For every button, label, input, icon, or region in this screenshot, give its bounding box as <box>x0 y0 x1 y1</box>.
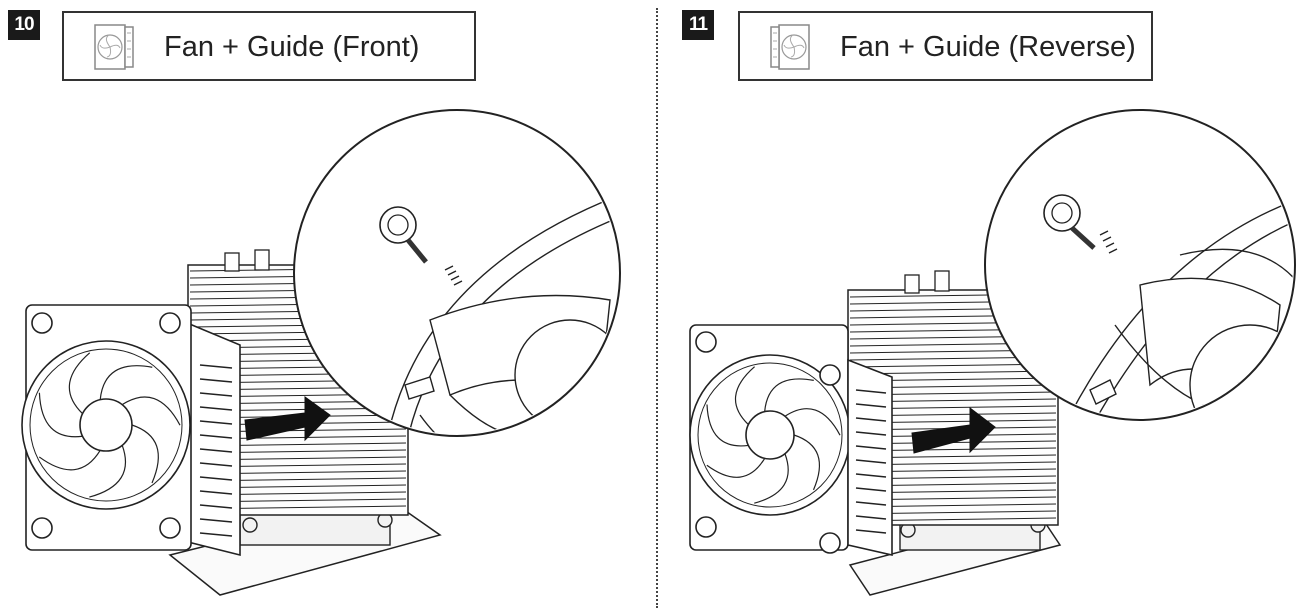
push-direction-arrow <box>244 396 331 442</box>
step-10-panel: 10 Fan + Guide (Front) <box>0 0 655 610</box>
top-screws <box>904 270 950 294</box>
top-screws <box>224 249 270 272</box>
panel-divider <box>656 8 658 608</box>
step-title-box: Fan + Guide (Front) <box>62 11 476 81</box>
step-title: Fan + Guide (Reverse) <box>840 31 1136 63</box>
detail-magnifier <box>293 109 621 437</box>
step-11-panel: 11 Fan + Guide (Reverse) <box>660 0 1311 610</box>
push-direction-arrow <box>911 406 996 454</box>
step-number-badge: 11 <box>682 10 714 40</box>
step-title-box: Fan + Guide (Reverse) <box>738 11 1153 81</box>
fan-guide-icon <box>770 24 810 70</box>
fan-with-guide <box>21 304 241 557</box>
step-title: Fan + Guide (Front) <box>164 31 420 63</box>
fan-with-guide <box>689 324 893 557</box>
cooler-front-illustration <box>21 109 621 596</box>
fan-guide-icon <box>94 24 134 70</box>
step-number-badge: 10 <box>8 10 40 40</box>
cooler-reverse-illustration <box>689 109 1296 596</box>
